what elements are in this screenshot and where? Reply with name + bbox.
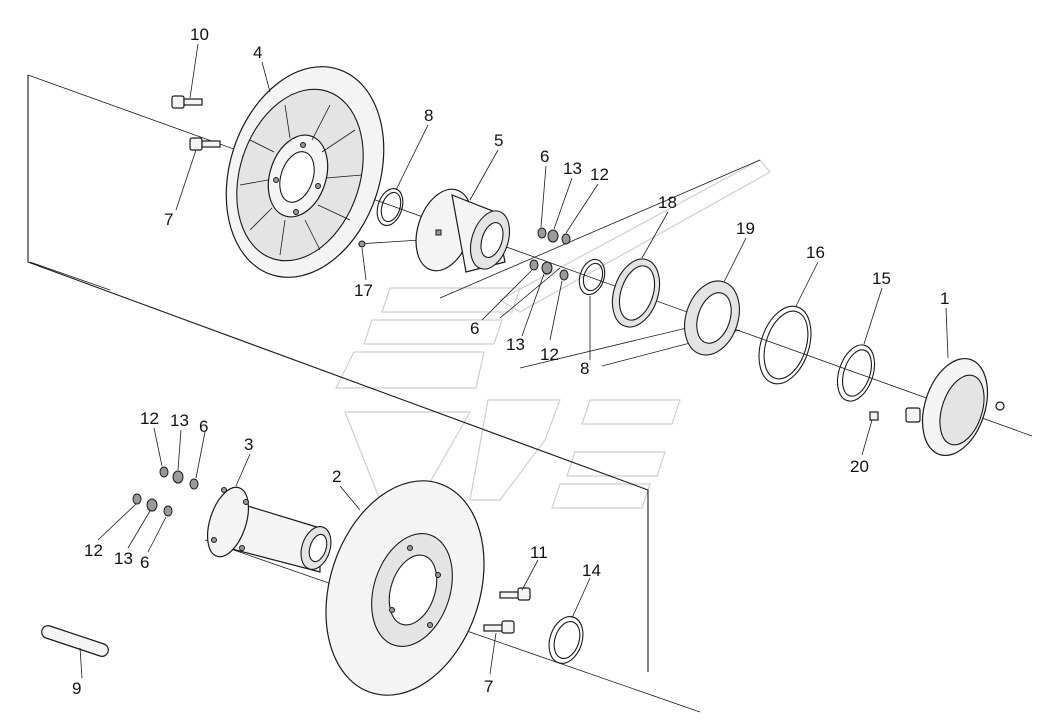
callout-11: 11 [530,543,548,562]
callout-5: 5 [494,131,503,150]
ring-15 [836,344,876,402]
callout-17: 17 [354,281,373,300]
callout-6-middle: 6 [470,319,479,338]
disc-2 [325,480,485,696]
callout-14: 14 [582,561,601,580]
callout-8-middle: 8 [580,359,589,378]
callout-2: 2 [332,467,341,486]
circlip-16 [758,305,812,385]
callout-12-upper: 12 [590,165,609,184]
callout-18: 18 [658,193,677,212]
callout-12-middle: 12 [540,345,559,364]
screw-20 [869,411,879,421]
callout-16: 16 [806,243,825,262]
callout-13-middle: 13 [506,335,525,354]
snap-ring-14 [548,616,584,664]
snap-ring-8-middle [578,258,606,296]
fasteners-upper [358,227,571,281]
key-9 [41,625,109,657]
callout-13-lower-b: 13 [114,549,133,568]
callout-1: 1 [940,289,949,308]
bolt-7-upper [189,137,221,151]
callout-13-lower-a: 13 [170,411,189,430]
callout-4: 4 [253,43,262,62]
bearing-19 [684,280,740,356]
callout-7-lower: 7 [484,677,493,696]
bolt-7-lower [483,620,515,634]
bolt-11 [499,587,531,601]
callout-6-upper: 6 [540,147,549,166]
callout-6-lower-a: 6 [199,417,208,436]
callout-8-upper: 8 [424,106,433,125]
callout-12-lower-a: 12 [140,409,159,428]
callout-3: 3 [244,435,253,454]
shaft-3 [206,486,332,573]
callout-6-lower-b: 6 [140,553,149,572]
callout-10: 10 [190,25,209,44]
seal-18 [611,258,661,328]
brake-disc-4 [225,66,385,278]
hub-5 [415,188,511,273]
callout-20: 20 [850,457,869,476]
construction-lines [27,74,1033,713]
snap-ring-8-upper [376,188,404,226]
callout-labels: 10 4 7 8 5 6 13 12 18 19 16 15 1 17 6 13… [72,25,949,698]
watermark-logo [335,159,771,509]
housing-1 [905,357,1005,457]
callout-19: 19 [736,219,755,238]
callout-7-upper: 7 [164,210,173,229]
callout-15: 15 [872,269,891,288]
fasteners-lower [132,466,199,517]
callout-13-upper: 13 [563,159,582,178]
callout-9: 9 [72,679,81,698]
leader-lines [79,43,949,679]
bolt-10 [171,95,203,109]
callout-12-lower-b: 12 [84,541,103,560]
